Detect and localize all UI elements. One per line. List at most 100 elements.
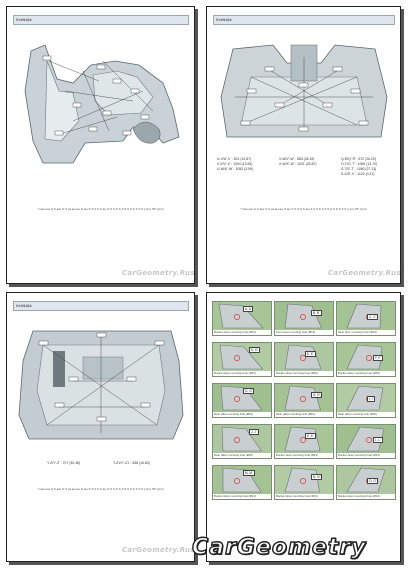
body-panel-photo — [284, 385, 321, 411]
legend-line: U-V/U'-V' : 621 (10.87) — [217, 157, 252, 161]
point-tag: B, B' — [311, 310, 322, 316]
page-2-legend-col-2: V-W/V'-W' : 883 (26.15) X-W/X'-W' : 1021… — [279, 157, 316, 167]
photo-thumb: E, E' Bucket strap mounting hole (Ø10) — [274, 342, 334, 377]
body-panel-photo — [284, 344, 322, 370]
body-panel-photo — [284, 303, 322, 329]
legend-line: V-W/V'-W' : 883 (26.15) — [279, 157, 315, 161]
page-1-note: * Наш вы Ѕ Ѕ вас Ѕ Ѕ на вы вы Ѕ вы Ѕ Ѕ Ѕ… — [37, 207, 164, 211]
body-panel-photo — [346, 385, 384, 411]
photo-caption: Bucket strap mounting hole (Ø10) — [275, 371, 333, 376]
point-tag: M, M' — [243, 470, 255, 476]
point-tag: L, L' — [373, 437, 383, 443]
point-tag: J, J' — [249, 429, 259, 435]
underbody-rear-diagram — [18, 330, 184, 440]
photo-caption: Rear pillar mounting hole (Ø10) — [337, 412, 395, 417]
photo-thumb: K, K' Bucket strap mounting hole (Ø13) — [274, 424, 334, 459]
page-3-legend-col-2: Y-Z1/Y'-Z1' : 836 (16.83) — [113, 461, 150, 465]
photo-caption: Bucket strap mounting hole (Ø10) — [213, 371, 271, 376]
point-tag: E, E' — [305, 351, 316, 357]
page-4: A, A'Bucket strap mounting hole (Ø13)B, … — [206, 292, 401, 562]
body-panel-photo — [220, 385, 263, 411]
page-3-header: Ketlikl|kk — [13, 301, 189, 311]
photo-thumb: D, D' Bucket strap mounting hole (Ø10) — [212, 342, 272, 377]
body-panel-photo — [346, 426, 385, 452]
photo-thumb: M, M' Bucket strap mounting hole (Ø13) — [212, 465, 272, 500]
photo-caption: Bucket strap mounting hole (Ø13) — [275, 453, 333, 458]
photo-thumb: H, H' Rear pillar mounting hole (Ø10) — [274, 383, 334, 418]
body-panel-photo — [284, 426, 321, 452]
photo-caption: Bucket strap mounting hole (Ø13) — [337, 453, 395, 458]
hole-marker — [234, 437, 240, 443]
page-2: Ketlikl|kk U-V/U'-V' : 621 (10.87) V-X/V… — [206, 6, 401, 284]
photo-caption: Front door mounting hole (Ø13) — [275, 330, 333, 335]
hole-marker — [234, 314, 240, 320]
point-tag: K, K' — [305, 433, 316, 439]
photo-caption: Bucket strap mounting hole (Ø13) — [213, 330, 271, 335]
legend-line: S-X/S'-X' : 1122 (4.21) — [341, 172, 375, 176]
legend-line: U-W/U'-W' : 1052 (3.59) — [217, 167, 253, 171]
page-2-header: Ketlikl|kk — [213, 15, 395, 25]
hole-marker — [234, 355, 240, 361]
hole-marker — [234, 478, 240, 484]
page-2-legend-col-1: U-V/U'-V' : 621 (10.87) V-X/V'-X' : 1094… — [217, 157, 253, 172]
hole-marker — [366, 355, 372, 361]
photo-thumb: B, B' Front door mounting hole (Ø13) — [274, 301, 334, 336]
photo-thumb: I, I' Rear pillar mounting hole (Ø10) — [336, 383, 396, 418]
body-panel-photo — [222, 467, 262, 493]
page-2-watermark: CarGeometry.Rus — [328, 269, 401, 277]
point-tag: D, D' — [249, 347, 260, 353]
photo-caption: Bucket strap mounting hole (Ø13) — [337, 494, 395, 499]
photo-thumb: O, O' Bucket strap mounting hole (Ø13) — [336, 465, 396, 500]
legend-line: S-T/S'-T' : 1060 (27.13) — [341, 167, 377, 171]
point-tag: I, I' — [367, 396, 376, 402]
point-tag: N, N' — [311, 474, 322, 480]
point-tag: H, H' — [311, 392, 322, 398]
point-tag: A, A' — [243, 306, 254, 312]
legend-line: V-X/V'-X' : 1094 (13.83) — [217, 162, 253, 166]
hole-marker — [366, 437, 372, 443]
photo-caption: Bucket strap mounting hole (Ø13) — [275, 494, 333, 499]
photo-thumb: F, F' Bucket strap mounting hole (Ø10) — [336, 342, 396, 377]
page-3: Ketlikl|kk Y-Z/Y'-Z' : 707 (30.48) Y-Z1/… — [6, 292, 195, 562]
photo-thumb: C, C' Rear door mounting hole (Ø13) — [336, 301, 396, 336]
photo-caption: Bucket strap mounting hole (Ø13) — [213, 494, 271, 499]
hole-marker — [300, 437, 306, 443]
point-tag: F, F' — [373, 355, 383, 361]
photo-thumb: L, L' Bucket strap mounting hole (Ø13) — [336, 424, 396, 459]
side-body-diagram — [24, 44, 180, 164]
photo-caption: Rear pillar mounting hole (Ø10) — [275, 412, 333, 417]
body-panel-photo — [284, 467, 320, 493]
body-panel-photo — [346, 467, 386, 493]
body-panel-photo — [221, 426, 263, 452]
photo-thumb: G, G' Rear pillar mounting hole (Ø10) — [212, 383, 272, 418]
photo-caption: Rear pillar mounting hole (Ø10) — [213, 412, 271, 417]
body-panel-photo — [346, 344, 383, 370]
legend-line: O-T/O'-T' : 1060 (13.70) — [341, 162, 377, 166]
hole-marker — [300, 355, 306, 361]
hole-marker — [300, 478, 306, 484]
underbody-front-diagram — [220, 44, 388, 138]
hole-marker — [300, 314, 306, 320]
photo-thumb: J, J' Rear pillar mounting hole (Ø10) — [212, 424, 272, 459]
page-3-note: * Наш вы Ѕ Ѕ вас Ѕ Ѕ на вы вы Ѕ вы Ѕ Ѕ Ѕ… — [37, 487, 164, 491]
point-tag: G, G' — [243, 388, 255, 394]
body-panel-photo — [346, 303, 382, 329]
page-2-legend-col-3: Q-R/Q'-R' : 672 (26.20) O-T/O'-T' : 1060… — [341, 157, 377, 177]
photo-caption: Rear pillar mounting hole (Ø10) — [213, 453, 271, 458]
site-watermark: CarGeometry — [191, 534, 367, 560]
point-tag: O, O' — [367, 478, 379, 484]
hole-marker — [234, 396, 240, 402]
photo-thumb: N, N' Bucket strap mounting hole (Ø13) — [274, 465, 334, 500]
photo-caption: Bucket strap mounting hole (Ø10) — [337, 371, 395, 376]
page-3-watermark: CarGeometry.Rus — [122, 546, 195, 554]
point-tag: C, C' — [367, 314, 378, 320]
page-1: Ketlikl|kk * Наш вы Ѕ Ѕ вас Ѕ Ѕ на вы вы… — [6, 6, 195, 284]
page-1-header: Ketlikl|kk — [13, 15, 189, 25]
photo-thumb: A, A' Bucket strap mounting hole (Ø13) — [212, 301, 272, 336]
page-1-watermark: CarGeometry.Rus — [122, 269, 195, 277]
legend-line: X-W/X'-W' : 1021 (30.87) — [279, 162, 317, 166]
photo-caption: Rear door mounting hole (Ø13) — [337, 330, 395, 335]
hole-marker — [300, 396, 306, 402]
body-panel-photo — [219, 344, 264, 370]
body-panel-photo — [218, 303, 264, 329]
